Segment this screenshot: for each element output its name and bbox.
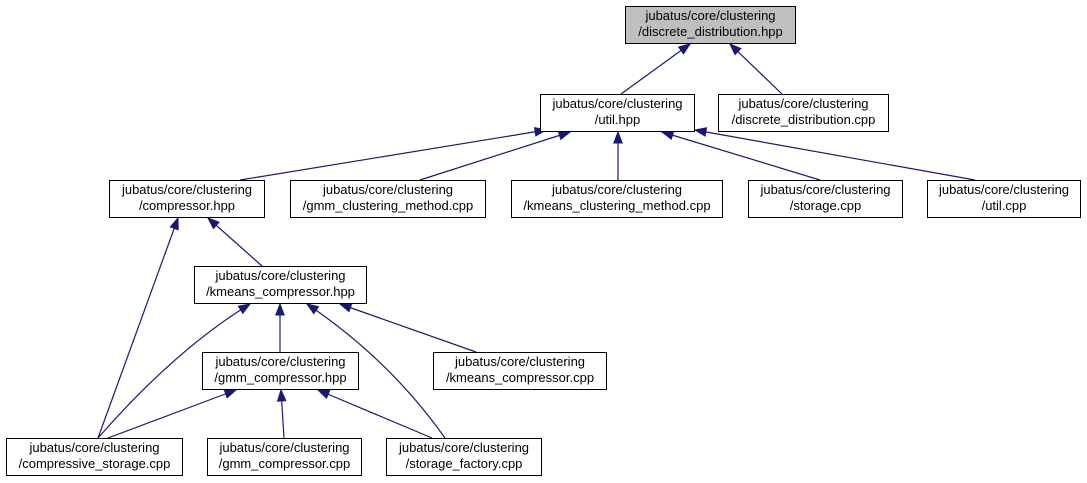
node-label-line2: /discrete_distribution.hpp	[638, 24, 783, 39]
edge-compressive-storage-cpp-to-gmm-compressor-hpp	[107, 389, 237, 439]
edge-kmeans-compressor-cpp-to-kmeans-compressor-hpp	[339, 303, 477, 353]
node-label-line2: /compressive_storage.cpp	[18, 456, 171, 471]
node-label-line1: jubatus/core/clustering	[215, 268, 346, 283]
edge-gmm-clustering-method-cpp-to-util-hpp	[419, 131, 571, 181]
arrowhead	[338, 303, 353, 313]
node-label-line2: /gmm_clustering_method.cpp	[302, 198, 474, 213]
edge-storage-factory-cpp-to-kmeans-compressor-hpp	[306, 303, 446, 439]
arrowhead	[206, 217, 220, 230]
node-label-line2: /compressor.hpp	[138, 198, 236, 213]
edge-compressive-storage-cpp-to-compressor-hpp	[97, 217, 179, 439]
edge-util-hpp-to-discrete-distribution-hpp	[620, 43, 691, 95]
edge-compressive-storage-cpp-to-kmeans-compressor-hpp	[97, 303, 251, 439]
node-compressive-storage-cpp[interactable]: jubatus/core/clustering /compressive_sto…	[6, 438, 183, 476]
edge-util-cpp-to-util-hpp	[694, 129, 976, 181]
edge-discrete-distribution-cpp-to-discrete-distribution-hpp	[729, 43, 783, 95]
node-label-line1: jubatus/core/clustering	[760, 182, 891, 197]
arrowhead	[169, 216, 179, 231]
edge-compressor-hpp-to-util-hpp	[239, 129, 547, 181]
node-label-line1: jubatus/core/clustering	[29, 440, 160, 455]
arrowhead	[557, 130, 572, 141]
node-label-line2: /gmm_compressor.hpp	[214, 370, 347, 385]
node-label-line2: /util.cpp	[981, 198, 1027, 213]
node-label-line2: /storage.cpp	[789, 198, 862, 213]
node-kmeans-compressor-cpp[interactable]: jubatus/core/clustering /kmeans_compress…	[433, 352, 607, 390]
node-label-line2: /kmeans_compressor.hpp	[206, 284, 355, 299]
node-label-line1: jubatus/core/clustering	[219, 440, 350, 455]
edge-kmeans-compressor-hpp-to-compressor-hpp	[207, 217, 263, 267]
arrowhead	[276, 388, 287, 402]
arrowhead	[660, 130, 675, 141]
arrowhead	[613, 130, 623, 144]
node-label-line1: jubatus/core/clustering	[121, 182, 253, 197]
edge-storage-factory-cpp-to-gmm-compressor-hpp	[317, 389, 433, 439]
node-label-line1: jubatus/core/clustering	[398, 440, 530, 455]
node-storage-cpp[interactable]: jubatus/core/clustering /storage.cpp	[748, 180, 903, 218]
node-util-cpp[interactable]: jubatus/core/clustering /util.cpp	[927, 180, 1081, 218]
arrowhead	[237, 303, 252, 315]
arrowhead	[693, 127, 708, 137]
node-label-line1: jubatus/core/clustering	[552, 96, 683, 111]
node-label-line2: /kmeans_compressor.cpp	[445, 370, 595, 385]
node-label-line1: jubatus/core/clustering	[738, 96, 869, 111]
edge-storage-cpp-to-util-hpp	[661, 131, 821, 181]
node-label-line2: /util.hpp	[594, 112, 641, 127]
arrowhead	[275, 302, 285, 316]
node-label-line1: jubatus/core/clustering	[645, 8, 776, 23]
node-kmeans-clustering-method-cpp[interactable]: jubatus/core/clustering /kmeans_clusteri…	[511, 180, 723, 218]
node-label-line1: jubatus/core/clustering	[215, 354, 346, 369]
node-kmeans-compressor-hpp[interactable]: jubatus/core/clustering /kmeans_compress…	[194, 266, 367, 304]
node-compressor-hpp[interactable]: jubatus/core/clustering /compressor.hpp	[109, 180, 265, 218]
arrowhead	[223, 389, 238, 399]
node-discrete-distribution-cpp[interactable]: jubatus/core/clustering /discrete_distri…	[718, 94, 889, 132]
node-discrete-distribution-hpp: jubatus/core/clustering /discrete_distri…	[625, 6, 796, 44]
node-label-line2: /kmeans_clustering_method.cpp	[523, 198, 711, 213]
node-label-line2: /storage_factory.cpp	[405, 456, 523, 471]
node-label-line1: jubatus/core/clustering	[551, 182, 683, 197]
node-label-line2: /gmm_compressor.cpp	[218, 456, 351, 471]
arrowhead	[677, 43, 692, 55]
node-label-line1: jubatus/core/clustering	[454, 354, 586, 369]
node-util-hpp[interactable]: jubatus/core/clustering /util.hpp	[540, 94, 695, 132]
node-storage-factory-cpp[interactable]: jubatus/core/clustering /storage_factory…	[386, 438, 542, 476]
node-label-line1: jubatus/core/clustering	[938, 182, 1070, 197]
node-gmm-compressor-cpp[interactable]: jubatus/core/clustering /gmm_compressor.…	[207, 438, 362, 476]
arrowhead	[316, 389, 331, 400]
node-label-line2: /discrete_distribution.cpp	[731, 112, 876, 127]
node-label-line1: jubatus/core/clustering	[322, 182, 454, 197]
arrowhead	[305, 303, 320, 315]
node-gmm-compressor-hpp[interactable]: jubatus/core/clustering /gmm_compressor.…	[202, 352, 359, 390]
node-gmm-clustering-method-cpp[interactable]: jubatus/core/clustering /gmm_clustering_…	[290, 180, 486, 218]
arrowhead	[728, 43, 742, 56]
